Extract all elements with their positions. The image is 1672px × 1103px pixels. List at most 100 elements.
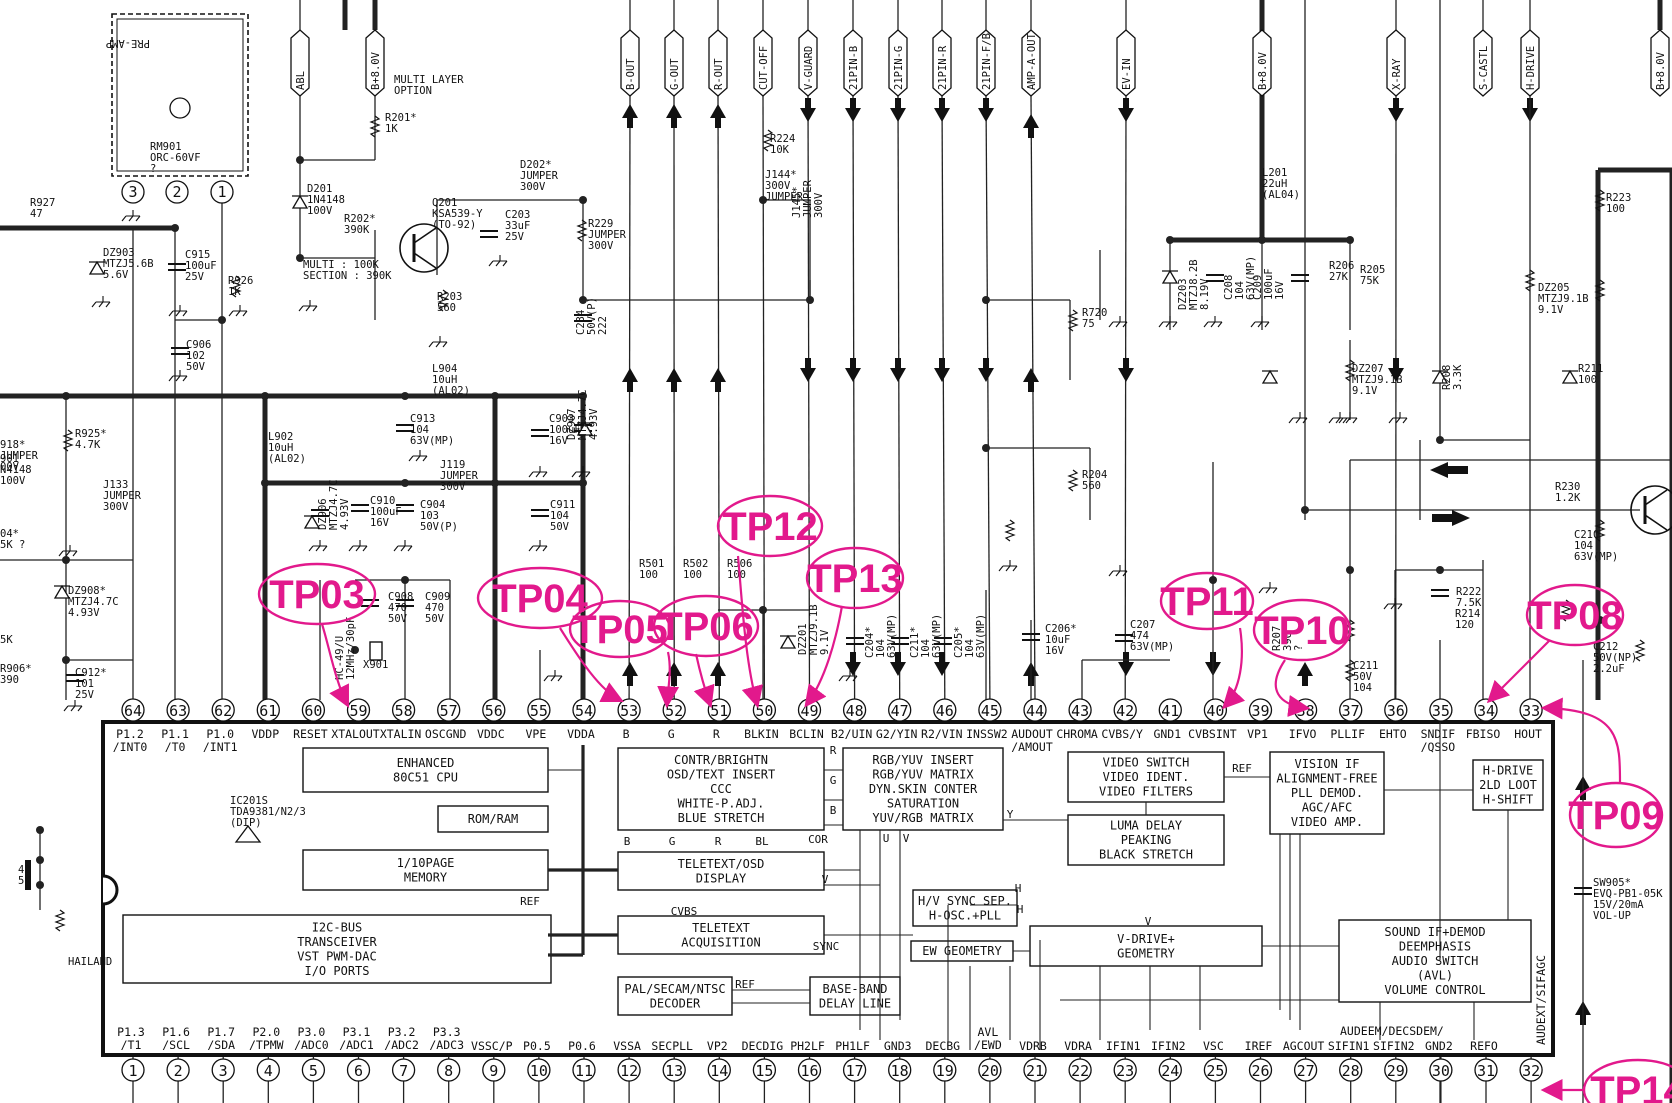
internal-label: R	[830, 744, 837, 757]
internal-label: COR	[808, 833, 828, 846]
ground-icon	[1108, 316, 1128, 328]
component-label: C209100uF16V	[1252, 268, 1286, 300]
ground-icon	[348, 540, 368, 552]
connector-tag	[753, 29, 773, 97]
zener-diode-icon	[88, 260, 106, 275]
connector-label: R-OUT	[713, 58, 725, 90]
pin-circle	[1339, 1058, 1363, 1082]
resistor-icon	[576, 219, 588, 242]
pin-circle	[842, 1058, 867, 1082]
pin-circle	[1474, 1058, 1498, 1082]
junction-dot	[579, 196, 587, 204]
pin-circle	[1339, 698, 1363, 722]
pin-number: 41	[1161, 702, 1179, 720]
component-label: C20810463V(MP)	[1223, 256, 1257, 300]
connector-tag	[1116, 29, 1136, 97]
junction-dot	[1346, 566, 1354, 574]
ground-icon	[63, 700, 83, 712]
ground-icon	[428, 336, 448, 348]
pin-label-46: R2/VIN	[921, 727, 963, 741]
pin-number: 36	[1387, 702, 1405, 720]
pin-label-2: P1.6/SCL	[162, 1025, 190, 1052]
block-baseband	[809, 976, 901, 1016]
internal-label: V	[903, 832, 910, 845]
arrow-down-icon	[845, 358, 861, 382]
pin-label-15: DECDIG	[742, 1039, 784, 1053]
test-point-arrow	[1221, 627, 1246, 710]
pin-number: 21	[1026, 1062, 1044, 1080]
pin-label-59: XTALOUT	[331, 727, 380, 741]
test-point-tp04: TP04	[492, 577, 588, 621]
internal-label: U	[883, 832, 890, 845]
capacitor-icon	[1115, 634, 1133, 642]
pin-label-38: IFVO	[1289, 727, 1317, 741]
pin-number: 30	[1432, 1062, 1450, 1080]
component-label: C211*10463V(MP)	[909, 614, 943, 658]
ground-icon	[1288, 412, 1308, 424]
junction-dot	[579, 479, 587, 487]
pin-circle	[256, 698, 280, 722]
test-point-arrow	[1486, 639, 1551, 704]
component-label: C205*10463V(MP)	[953, 614, 987, 658]
pin-circle	[933, 1058, 957, 1082]
internal-label: REF	[520, 895, 540, 908]
ground-icon	[393, 540, 413, 552]
pin-label-36: EHTO	[1379, 727, 1407, 741]
connector-tag	[1021, 29, 1041, 97]
pin-circle	[1023, 698, 1047, 722]
component-label: R201*1K	[385, 112, 417, 135]
component-label: 5K	[0, 634, 13, 646]
pin-circle	[933, 698, 957, 722]
ground-icon	[228, 305, 248, 317]
pin-label-45: INSSW2	[966, 727, 1008, 741]
pin-number: 44	[1026, 702, 1044, 720]
internal-label: CVBS	[671, 905, 698, 918]
pin-circle	[121, 698, 145, 722]
pin-number: 45	[981, 702, 999, 720]
pin-label-5: P3.0/ADC0	[294, 1025, 329, 1052]
resistor-icon	[1067, 309, 1079, 332]
internal-label: G	[830, 774, 837, 787]
component-label: R202*390K	[344, 213, 376, 236]
pin-number: 15	[755, 1062, 773, 1080]
arrow-down-icon	[1118, 652, 1134, 676]
test-point-ring	[716, 494, 824, 558]
pin-label-40: CVBSINT	[1188, 727, 1237, 741]
test-point-ring	[1159, 571, 1255, 631]
pin-number: 62	[214, 702, 232, 720]
ground-icon	[1388, 412, 1408, 424]
pin-label-58: XTALIN	[380, 727, 422, 741]
capacitor-icon	[1574, 887, 1592, 895]
ground-icon	[1203, 316, 1223, 328]
pin-label-30: GND2	[1425, 1039, 1453, 1053]
pin-label-35: SNDIF/QSSO	[1421, 727, 1456, 754]
test-point-tp05: TP05	[572, 608, 668, 652]
pin-label-64: P1.2/INT0	[113, 727, 148, 754]
transistor-emitter	[413, 252, 437, 269]
arrow-down-icon	[845, 652, 861, 676]
capacitor-icon	[168, 263, 186, 271]
connector-label: H-DRIVE	[1525, 46, 1537, 90]
test-point-arrow	[736, 555, 763, 709]
connector-label: V-GUARD	[803, 46, 815, 90]
pin-circle	[1429, 698, 1453, 722]
junction-dot	[982, 444, 990, 452]
internal-label: V	[822, 873, 829, 886]
component-label: DZ203MTZJ8.2B8.19V	[1177, 259, 1211, 310]
arrow-down-icon	[1118, 98, 1134, 122]
pin-circle	[752, 1058, 777, 1082]
pin-circle	[437, 1058, 461, 1082]
connector-label: B-OUT	[625, 58, 637, 90]
pin-label-29: SIFIN2	[1373, 1039, 1415, 1053]
component-label: C23450V(P)222	[575, 297, 609, 335]
pin-circle	[1248, 1058, 1273, 1082]
